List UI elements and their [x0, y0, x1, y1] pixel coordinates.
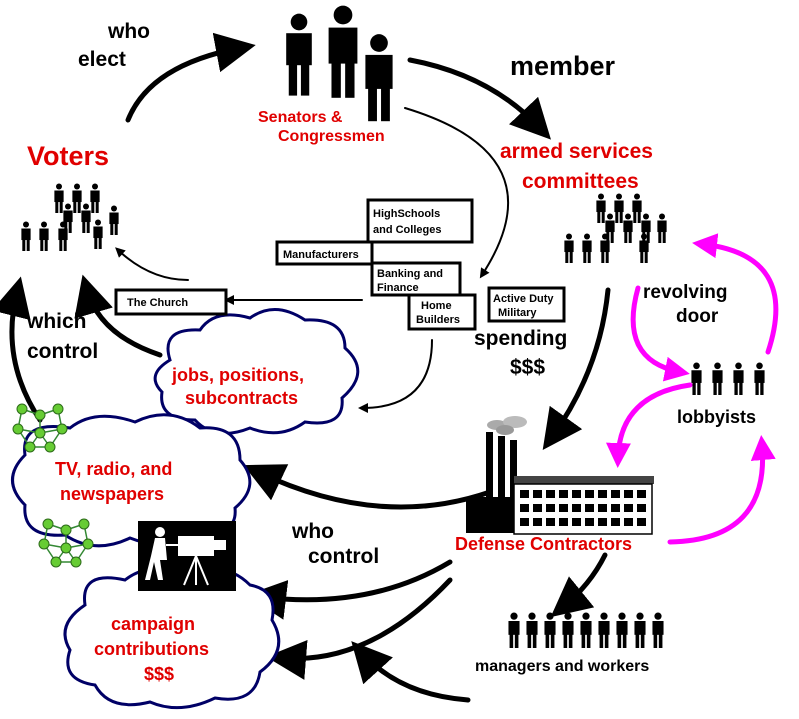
jobs-label-line2: subcontracts [185, 388, 298, 408]
committee-people-icon [564, 193, 667, 263]
arrow-contractors-to-managers [550, 552, 608, 618]
sector-highschools-line2: and Colleges [373, 224, 441, 236]
sector-boxes [114, 198, 566, 331]
arrow-senators-to-spending [404, 107, 510, 279]
media-cloud [11, 413, 252, 548]
revolving-arrow-top [692, 233, 779, 355]
molecule-icon-bottom [38, 518, 94, 568]
member-label: member [510, 51, 616, 81]
arrow-jobs-to-voters [74, 274, 163, 358]
arrow-committees-to-contractors [542, 287, 611, 451]
sector-banking-line1: Banking and [377, 268, 443, 280]
revolving-arrow-left [630, 285, 690, 382]
senators-label-line2: Congressmen [278, 128, 385, 145]
sector-church: The Church [127, 297, 188, 309]
revolving-door-line1: revolving [643, 282, 727, 303]
factory-icon [466, 416, 654, 535]
sector-highschools-line1: HighSchools [373, 208, 440, 220]
who-control-line2: control [308, 545, 379, 568]
managers-workers-label: managers and workers [475, 658, 649, 675]
jobs-label-line1: jobs, positions, [171, 365, 304, 385]
media-label-line1: TV, radio, and [55, 459, 172, 479]
arrow-contractors-to-media [243, 464, 493, 510]
arrow-voters-to-senators [125, 32, 256, 123]
who-control-line1: who [291, 520, 334, 543]
arrow-managers-to-campaign [351, 641, 471, 703]
campaign-label-line2: contributions [94, 639, 209, 659]
spending-label-line2: $$$ [510, 356, 545, 379]
who-elect-line2: elect [78, 48, 126, 71]
arrow-contractors-to-campaign-1 [246, 559, 453, 620]
camera-operator-icon [138, 521, 236, 591]
voters-people-icon [21, 183, 119, 251]
senators-people-icon [286, 5, 393, 122]
sector-military-line1: Active Duty [493, 293, 554, 305]
lobbyists-people-icon [691, 362, 765, 395]
sector-banking-line2: Finance [377, 282, 419, 294]
who-elect-line1: who [107, 20, 150, 43]
revolving-door-line2: door [676, 306, 719, 327]
sector-home-line2: Builders [416, 314, 460, 326]
committees-label-line1: armed services [500, 140, 653, 163]
voters-label: Voters [27, 141, 109, 171]
campaign-label-line1: campaign [111, 614, 195, 634]
revolving-arrow-lobby-to-contractors [605, 382, 693, 468]
arrow-media-to-voters [0, 276, 43, 423]
arrow-spending-to-jobs [358, 339, 433, 413]
committees-label-line2: committees [522, 170, 639, 193]
which-control-line1: which [26, 310, 87, 333]
sector-home-line1: Home [421, 300, 452, 312]
lobbyists-label: lobbyists [677, 407, 756, 427]
sector-manufacturers: Manufacturers [283, 249, 359, 261]
defense-contractors-label: Defense Contractors [455, 534, 632, 554]
revolving-arrow-contractors-to-lobby [667, 435, 776, 545]
sector-military-line2: Military [498, 307, 537, 319]
which-control-line2: control [27, 340, 98, 363]
arrow-contractors-to-campaign-2 [266, 577, 453, 680]
arrow-senators-to-committees [407, 57, 551, 140]
senators-label-line1: Senators & [258, 109, 343, 126]
campaign-label-line3: $$$ [144, 664, 174, 684]
arrow-church-to-voters [115, 247, 189, 281]
media-label-line2: newspapers [60, 484, 164, 504]
workers-people-icon [508, 612, 664, 648]
spending-label-line1: spending [474, 327, 567, 350]
